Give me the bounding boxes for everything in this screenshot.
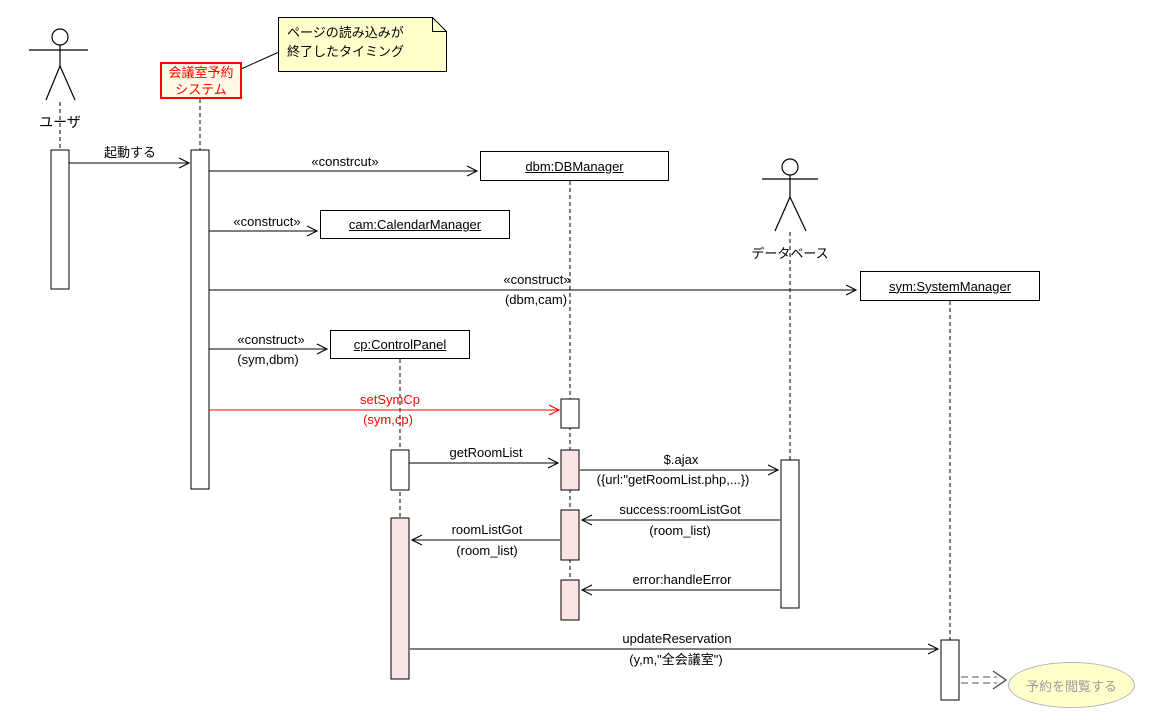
activation-cp-getroomlist[interactable] [390, 449, 410, 491]
usecase-ellipse[interactable]: 予約を閲覧する [1008, 662, 1135, 708]
object-sym[interactable]: sym:SystemManager [860, 271, 1040, 301]
msg-construct-sym-label[interactable]: «construct» [503, 272, 571, 287]
msg-ajax-label[interactable]: $.ajax [663, 452, 699, 467]
note-line1: ページの読み込みが [287, 25, 404, 40]
msg-success-label[interactable]: success:roomListGot [619, 502, 741, 517]
msg-construct-cam-label[interactable]: «construct» [233, 214, 301, 229]
activation-sym[interactable] [940, 639, 960, 701]
note-anchor-line [240, 51, 280, 70]
activation-dbm-success[interactable] [560, 509, 580, 561]
msg-roomlistgot-label[interactable]: roomListGot [451, 522, 523, 537]
usecase-link-arrow [961, 670, 1008, 690]
msg-ajax-params: ({url:"getRoomList.php,...}) [596, 472, 750, 487]
msg-construct-sym-params: (dbm,cam) [504, 292, 568, 307]
activation-database[interactable] [780, 459, 800, 609]
note[interactable]: ページの読み込みが 終了したタイミング [287, 23, 404, 61]
object-cp[interactable]: cp:ControlPanel [330, 330, 470, 359]
msg-updatereservation-params: (y,m,"全会議室") [629, 652, 723, 667]
note-shape[interactable] [278, 17, 447, 72]
activation-cp-roomlistgot[interactable] [390, 517, 410, 680]
activation-dbm-setsymcp[interactable] [560, 398, 580, 429]
usecase-label: 予約を閲覧する [1025, 678, 1117, 694]
object-cam-label: cam:CalendarManager [348, 217, 482, 232]
activation-dbm-getroomlist[interactable] [560, 449, 580, 491]
activation-system[interactable] [190, 149, 210, 490]
msg-roomlistgot-params: (room_list) [456, 543, 518, 558]
msg-start-label[interactable]: 起動する [103, 145, 157, 160]
object-system-line1: 会議室予約 [168, 64, 234, 80]
msg-construct-cp-label[interactable]: «construct» [237, 332, 305, 347]
msg-updatereservation-label[interactable]: updateReservation [622, 631, 732, 646]
msg-setsymcp-label[interactable]: setSymCp [360, 392, 420, 407]
object-cam[interactable]: cam:CalendarManager [320, 210, 510, 239]
object-system-line2: システム [175, 81, 227, 97]
object-dbm-label: dbm:DBManager [525, 158, 624, 174]
msg-error-label[interactable]: error:handleError [632, 572, 732, 587]
msg-success-params: (room_list) [649, 523, 711, 538]
activations [50, 149, 960, 701]
object-cp-label: cp:ControlPanel [353, 337, 447, 352]
msg-construct-cp-params: (sym,dbm) [237, 352, 299, 367]
object-sym-label: sym:SystemManager [888, 278, 1012, 294]
object-system[interactable]: 会議室予約 システム [160, 62, 242, 99]
user-actor-icon[interactable] [29, 28, 88, 101]
object-dbm[interactable]: dbm:DBManager [480, 151, 669, 181]
activation-dbm-error[interactable] [560, 579, 580, 621]
msg-construct-dbm-label[interactable]: «constrcut» [311, 154, 379, 169]
user-actor-label: ユーザ [39, 114, 81, 130]
database-actor-label: データベース [751, 246, 829, 261]
msg-getroomlist-label[interactable]: getRoomList [449, 445, 523, 460]
activation-user[interactable] [50, 149, 70, 290]
database-actor-icon[interactable] [762, 158, 818, 232]
note-line2: 終了したタイミング [287, 44, 405, 59]
msg-setsymcp-params: (sym,cp) [363, 412, 413, 427]
